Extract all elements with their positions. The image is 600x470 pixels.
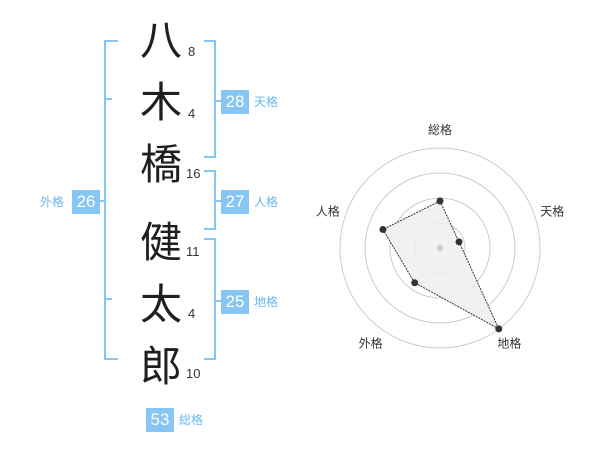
name-char-6: 郎 [140,342,183,391]
radar-grid-ring-4 [339,147,541,349]
chikaku-label: 地格 [254,295,279,309]
radar-axis-label-3: 地格 [497,336,521,351]
jinkaku-value-badge: 27 [221,190,249,214]
name-char-5: 太 [140,280,183,329]
radar-axis-label-1: 総格 [428,122,452,137]
stroke-count-3: 16 [186,166,201,181]
gaikaku-label: 外格 [40,195,65,209]
jinkaku-label: 人格 [254,195,279,209]
radar-point-4 [411,279,419,287]
radar-point-3 [495,325,503,333]
stroke-count-4: 11 [186,244,200,259]
radar-point-1 [436,197,444,205]
tenkaku-label: 天格 [254,95,279,109]
radar-data-polygon [382,200,500,331]
name-char-2: 木 [140,78,183,127]
radar-point-5 [379,225,387,233]
radar-axis-label-2: 天格 [540,204,564,219]
soukaku-value-badge: 53 [146,408,174,432]
name-char-3: 橋 [140,140,183,189]
chikaku-value-badge: 25 [221,290,249,314]
radar-center-dot [437,245,443,251]
tenkaku-value-badge: 28 [221,90,249,114]
radar-data-points [379,197,503,333]
stroke-count-2: 4 [188,106,196,121]
soukaku-label: 総格 [179,413,204,427]
radar-point-2 [455,238,463,246]
name-char-4: 健 [140,218,183,267]
radar-grid-ring-3 [364,172,516,324]
gaikaku-value-badge: 26 [72,190,100,214]
stroke-count-6: 10 [186,366,201,381]
stroke-count-1: 8 [188,44,196,59]
radar-axis-label-4: 外格 [359,336,383,351]
stroke-count-5: 4 [188,306,196,321]
name-char-1: 八 [140,16,183,65]
radar-axis-label-5: 人格 [316,204,340,219]
